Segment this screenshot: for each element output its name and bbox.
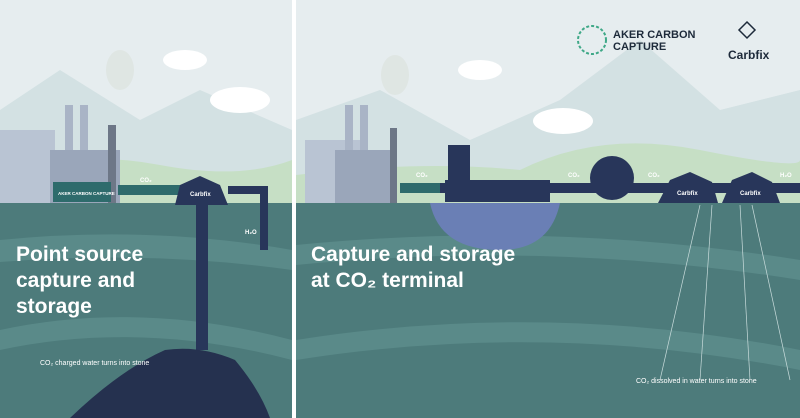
co2-label: CO₂	[140, 178, 152, 184]
cloud	[533, 108, 593, 134]
water-basin	[430, 203, 560, 250]
carbfix-logo: Carbfix	[728, 48, 770, 62]
right-caption: CO₂ dissolved in water turns into stone	[636, 378, 757, 385]
factory-right	[305, 105, 397, 205]
h2o-label: H₂O	[245, 230, 257, 236]
h2o-label: H₂O	[780, 173, 792, 179]
carbfix-logo-mark	[737, 20, 757, 40]
panel-divider	[292, 0, 296, 418]
storage-sphere	[590, 156, 634, 200]
pipe-left	[70, 176, 270, 418]
right-infrastructure	[400, 145, 800, 250]
co2-label: CO₂	[568, 173, 580, 179]
carbfix-dome-label: Carbfix	[190, 192, 211, 198]
cloud	[210, 87, 270, 113]
left-caption: CO₂ charged water turns into stone	[40, 360, 150, 367]
co2-label: CO₂	[648, 173, 660, 179]
aker-logo-mark	[577, 25, 607, 55]
cloud	[458, 60, 502, 80]
factory-left	[0, 105, 120, 205]
co2-label: CO₂	[416, 173, 428, 179]
plant-label: AKER CARBON CAPTURE	[58, 191, 115, 196]
carbfix-dome-label: Carbfix	[740, 191, 761, 197]
carbfix-dome-label: Carbfix	[677, 191, 698, 197]
stone-formation	[70, 348, 270, 418]
cloud	[163, 50, 207, 70]
